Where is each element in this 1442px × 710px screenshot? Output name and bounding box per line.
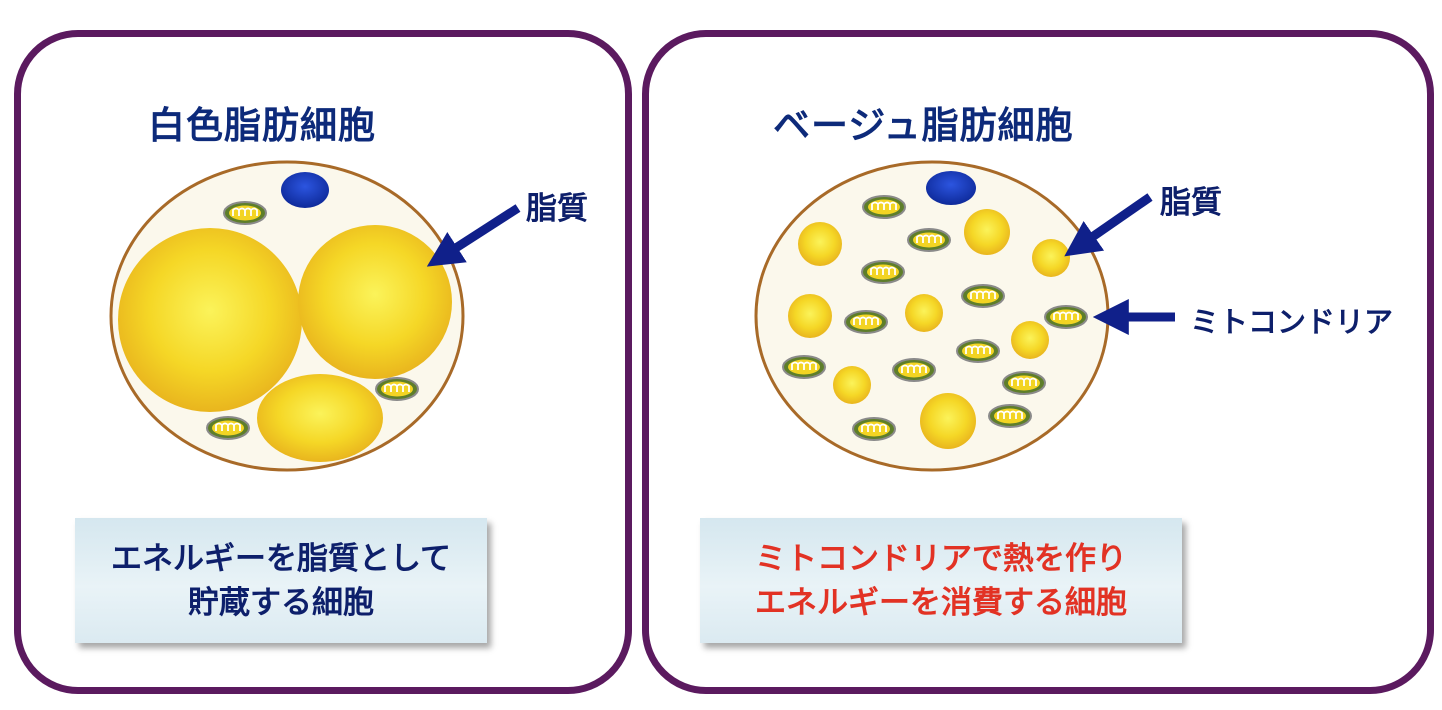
lipid-droplet (118, 228, 302, 412)
lipid-droplet (833, 366, 871, 404)
mitochondria-icon (852, 417, 896, 441)
lipid-droplet (788, 294, 832, 338)
lipid-droplet (1011, 321, 1049, 359)
lipid-droplet (298, 225, 452, 379)
lipid-droplet (1032, 239, 1070, 277)
white-adipocyte-cell (109, 160, 465, 472)
lipid-label: 脂質 (526, 191, 588, 227)
lipid-droplet (964, 209, 1010, 255)
beige-adipocyte-title: ベージュ脂肪細胞 (773, 104, 1074, 147)
mitochondria-icon (907, 228, 951, 252)
nucleus-icon (281, 172, 329, 208)
caption-line: エネルギーを消費する細胞 (755, 584, 1127, 621)
lipid-arrow (1064, 193, 1153, 257)
beige-adipocyte-caption: ミトコンドリアで熱を作り エネルギーを消費する細胞 (700, 518, 1182, 643)
mitochondria-icon (988, 404, 1032, 428)
caption-line: 貯蔵する細胞 (188, 584, 374, 621)
mitochondria-icon (861, 260, 905, 284)
lipid-arrow (426, 204, 521, 267)
mitochondria-icon (375, 377, 419, 401)
lipid-droplet (920, 393, 976, 449)
mitochondria-icon (223, 201, 267, 225)
mitochondria-label: ミトコンドリア (1190, 305, 1394, 339)
mitochondria-icon (782, 355, 826, 379)
white-adipocyte-caption: エネルギーを脂質として 貯蔵する細胞 (75, 518, 487, 643)
mitochondria-icon (961, 284, 1005, 308)
mitochondria-icon (1044, 305, 1088, 329)
mitochondria-icon (892, 358, 936, 382)
lipid-label: 脂質 (1160, 185, 1222, 221)
mitochondria-icon (1002, 371, 1046, 395)
lipid-droplet (257, 374, 383, 462)
white-adipocyte-title: 白色脂肪細胞 (148, 104, 376, 147)
lipid-droplet (905, 294, 943, 332)
mitochondria-icon (206, 416, 250, 440)
mitochondria-icon (862, 195, 906, 219)
caption-line: ミトコンドリアで熱を作り (755, 540, 1127, 577)
mitochondria-icon (956, 339, 1000, 363)
caption-line: エネルギーを脂質として (110, 540, 452, 577)
beige-adipocyte-cell (754, 160, 1110, 472)
lipid-droplet (798, 222, 842, 266)
mitochondria-icon (844, 310, 888, 334)
nucleus-icon (926, 171, 976, 205)
